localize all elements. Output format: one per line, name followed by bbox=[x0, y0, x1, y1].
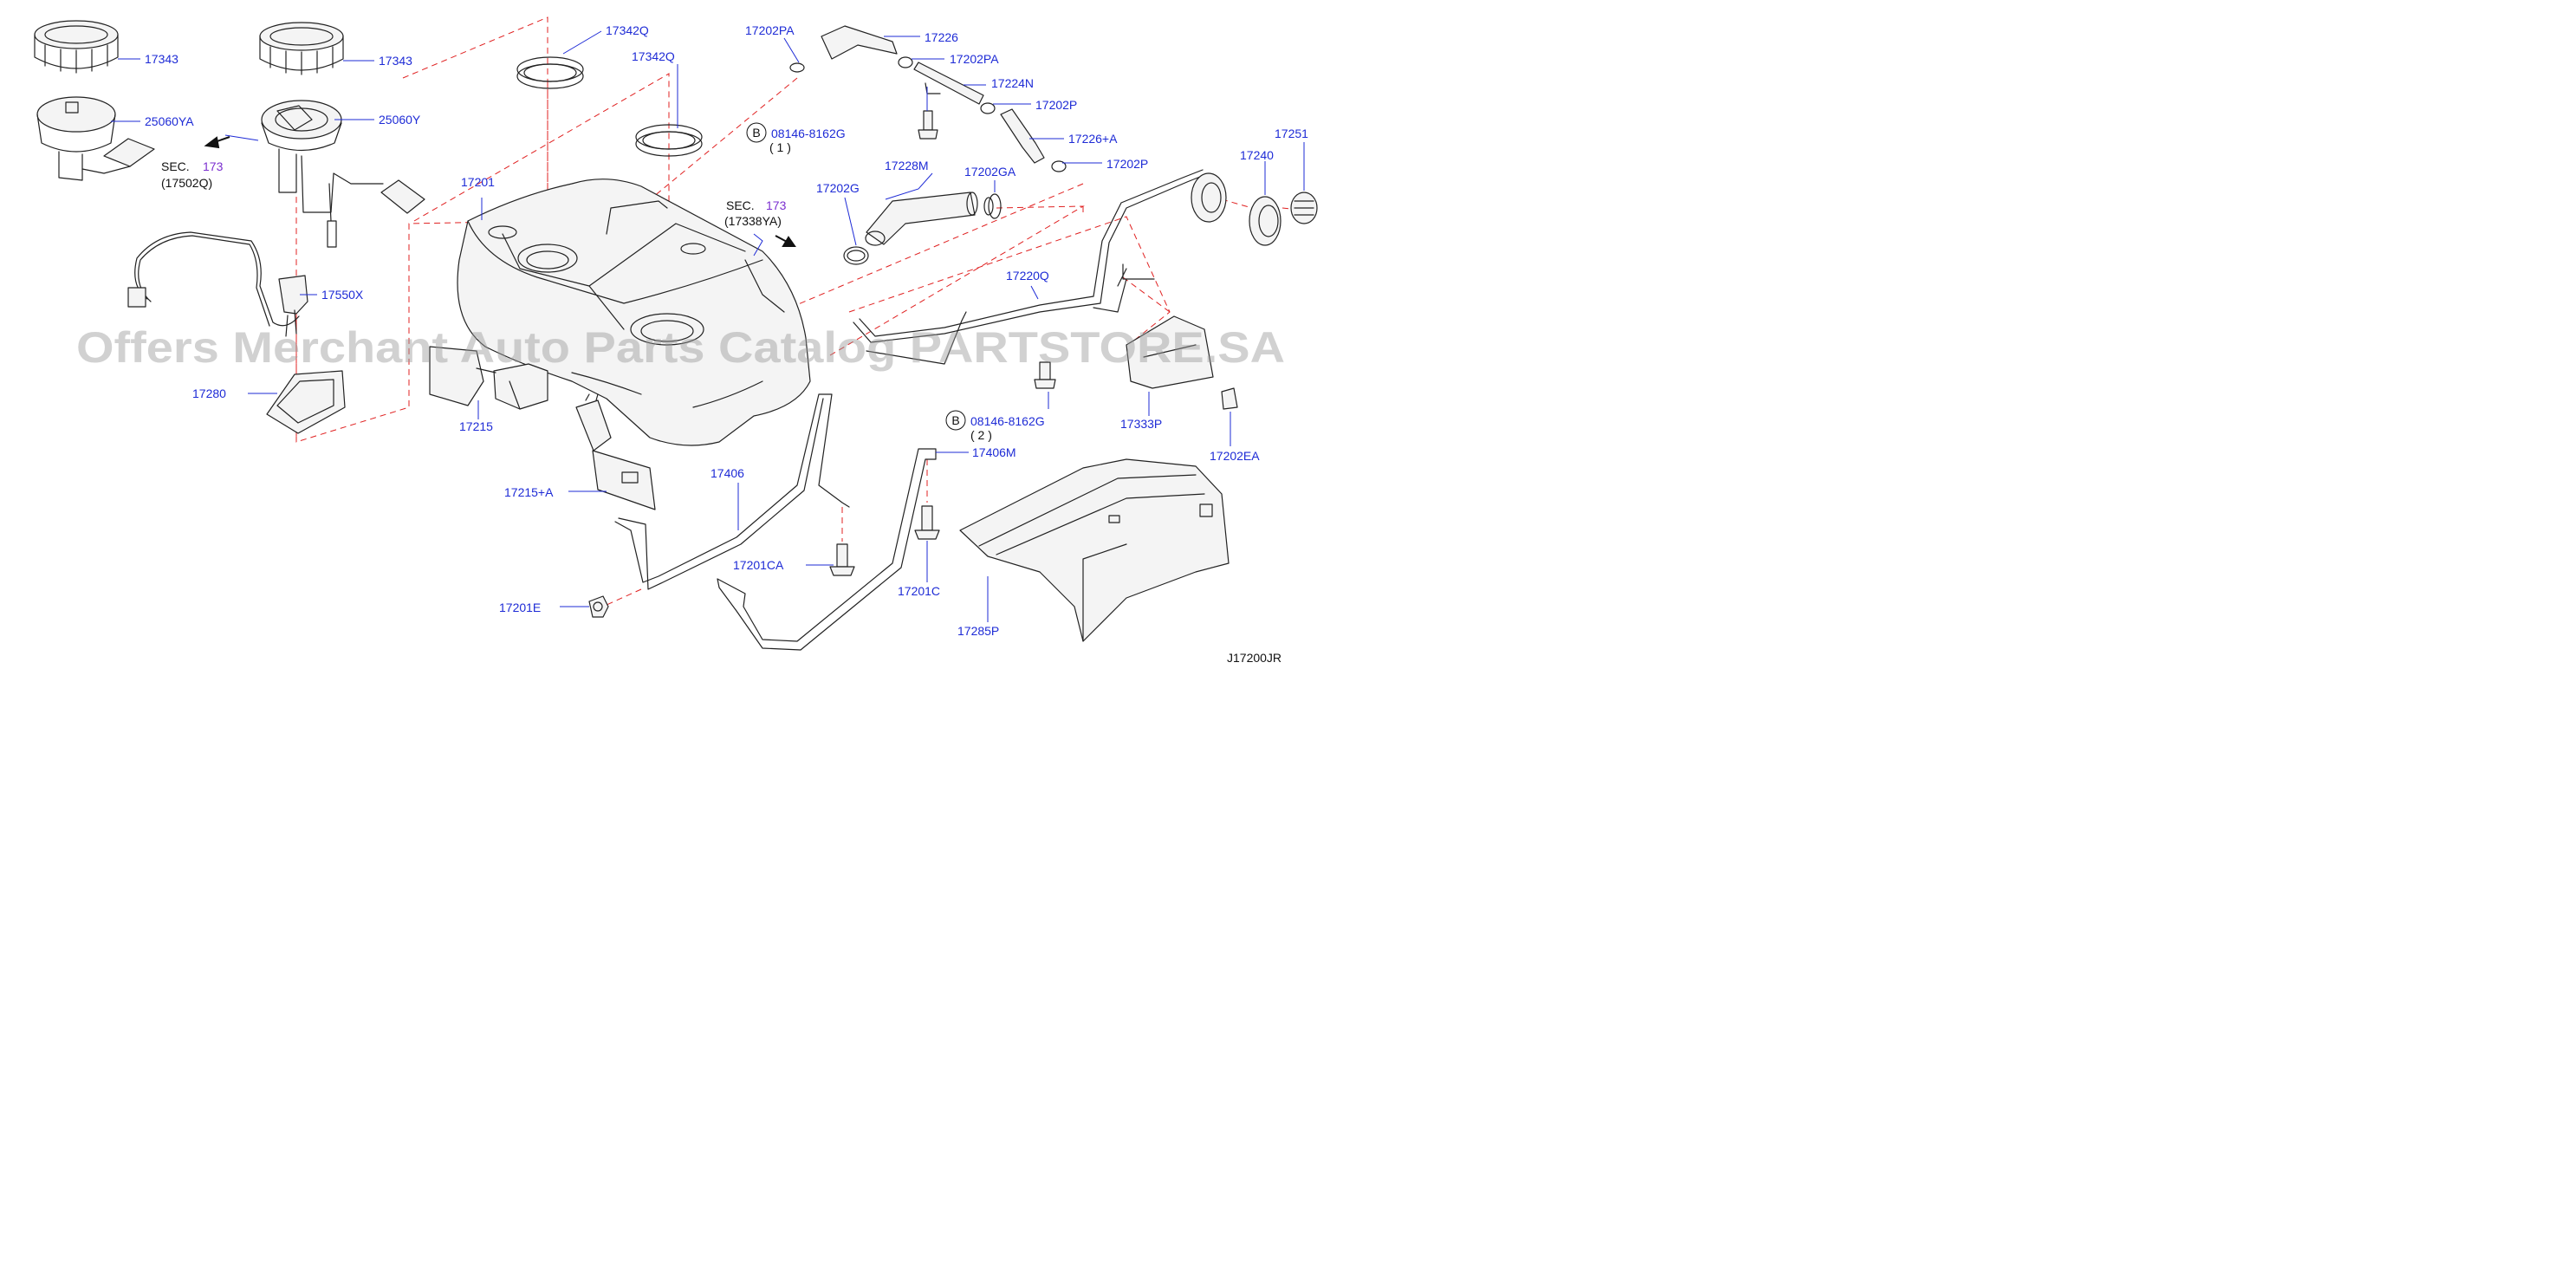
part-label-17251[interactable]: 17251 bbox=[1275, 127, 1308, 140]
part-label-17226[interactable]: 17226 bbox=[925, 30, 958, 44]
sec-prefix: SEC. bbox=[161, 159, 190, 173]
insulator-17285p bbox=[959, 458, 1230, 642]
hose-17228m bbox=[865, 192, 978, 246]
clip-17202ga bbox=[983, 193, 1002, 219]
bolt-markers: B B bbox=[746, 122, 966, 431]
part-label-17406m[interactable]: 17406M bbox=[972, 445, 1016, 459]
tank-band-17406 bbox=[614, 393, 850, 590]
arrow-left-head-icon bbox=[204, 136, 220, 149]
fuel-pump-module-25060y bbox=[261, 100, 425, 248]
arrow-right-head-icon bbox=[782, 236, 796, 247]
part-label-17202pa-left[interactable]: 17202PA bbox=[745, 23, 795, 37]
part-label-17220q[interactable]: 17220Q bbox=[1006, 269, 1049, 283]
part-label-25060y[interactable]: 25060Y bbox=[379, 113, 421, 127]
hose-assembly-17550x bbox=[127, 231, 308, 337]
ref-line-17201e bbox=[606, 588, 642, 606]
part-qty-08146-upper: ( 1 ) bbox=[769, 140, 791, 154]
watermark-text: Offers Merchant Auto Parts Catalog PARTS… bbox=[76, 323, 1285, 372]
ref-line-filler-frame bbox=[848, 206, 1171, 347]
ref-line-17202pa bbox=[597, 77, 798, 244]
part-label-17333p[interactable]: 17333P bbox=[1120, 417, 1162, 431]
fuel-tank-17201 bbox=[457, 179, 811, 446]
part-label-17280[interactable]: 17280 bbox=[192, 386, 226, 400]
sec-number[interactable]: 173 bbox=[766, 198, 787, 212]
part-labels: 17343 17343 25060YA 25060Y 17342Q 17342Q… bbox=[145, 23, 1308, 638]
gasket-17342q-upper bbox=[516, 56, 584, 89]
bolt-marker-letter: B bbox=[752, 126, 760, 140]
part-label-17215a[interactable]: 17215+A bbox=[504, 485, 554, 499]
part-label-17343-left[interactable]: 17343 bbox=[145, 52, 178, 66]
part-label-17202p-upper[interactable]: 17202P bbox=[1035, 98, 1077, 112]
clip-17202ea bbox=[1221, 387, 1238, 410]
ref-line-17333p bbox=[1122, 276, 1171, 313]
bolt-marker-circle-icon bbox=[746, 122, 767, 143]
filler-ring-17240 bbox=[1249, 196, 1282, 246]
part-label-17228m[interactable]: 17228M bbox=[885, 159, 929, 172]
hose-assembly-17226 bbox=[821, 25, 1045, 164]
part-label-17201[interactable]: 17201 bbox=[461, 175, 495, 189]
part-label-08146-8162g-lower[interactable]: 08146-8162G bbox=[970, 414, 1045, 428]
part-label-17406[interactable]: 17406 bbox=[711, 466, 744, 480]
part-label-17201e[interactable]: 17201E bbox=[499, 601, 541, 614]
direction-arrows bbox=[204, 136, 796, 247]
part-label-17240[interactable]: 17240 bbox=[1240, 148, 1274, 162]
sec-subref: (17338YA) bbox=[724, 214, 782, 228]
lock-ring-17343-right bbox=[259, 22, 344, 75]
bolt-marker-circle-icon bbox=[945, 410, 966, 431]
bolt-17201c bbox=[914, 505, 940, 540]
part-label-17224n[interactable]: 17224N bbox=[991, 76, 1034, 90]
part-label-17202pa-right[interactable]: 17202PA bbox=[950, 52, 999, 66]
nut-17201e bbox=[588, 595, 609, 618]
part-label-17343-right[interactable]: 17343 bbox=[379, 54, 412, 68]
sec-subref: (17502Q) bbox=[161, 176, 212, 190]
part-label-17342q-lower[interactable]: 17342Q bbox=[632, 49, 675, 63]
part-label-17550x[interactable]: 17550X bbox=[321, 288, 364, 302]
part-label-17202ga[interactable]: 17202GA bbox=[964, 165, 1016, 179]
protector-17280 bbox=[266, 370, 346, 434]
fuel-gauge-sender-25060ya bbox=[36, 96, 155, 181]
tank-band-17406m bbox=[717, 448, 937, 651]
part-label-17342q-upper[interactable]: 17342Q bbox=[606, 23, 649, 37]
bracket-17215a bbox=[575, 393, 656, 510]
part-label-08146-8162g-upper[interactable]: 08146-8162G bbox=[771, 127, 846, 140]
gasket-17342q-lower bbox=[635, 124, 703, 157]
part-label-17202p-lower[interactable]: 17202P bbox=[1106, 157, 1148, 171]
lock-ring-17343-left bbox=[34, 20, 119, 74]
protector-17333p bbox=[1126, 315, 1214, 389]
bolt-08146-8162g-lower bbox=[1034, 361, 1056, 389]
part-qty-08146-lower: ( 2 ) bbox=[970, 428, 992, 442]
part-label-17215[interactable]: 17215 bbox=[459, 419, 493, 433]
part-label-17202g[interactable]: 17202G bbox=[816, 181, 860, 195]
hose-clips-17202 bbox=[789, 56, 1067, 172]
bracket-17215 bbox=[429, 346, 548, 410]
filler-cap-17251 bbox=[1290, 192, 1318, 224]
sec-number[interactable]: 173 bbox=[203, 159, 224, 173]
clip-17202g bbox=[843, 246, 869, 265]
section-reference-left[interactable]: SEC. 173 (17502Q) bbox=[161, 159, 224, 190]
sec-prefix: SEC. bbox=[726, 198, 755, 212]
parts-diagram-page: B B 17343 17343 25060YA 25060Y 17342Q 17… bbox=[0, 0, 1339, 671]
filler-tube-17220q bbox=[853, 169, 1227, 365]
section-reference-right[interactable]: SEC. 173 (17338YA) bbox=[724, 198, 787, 228]
part-label-17226a[interactable]: 17226+A bbox=[1068, 132, 1118, 146]
part-label-25060ya[interactable]: 25060YA bbox=[145, 114, 194, 128]
part-label-17201c[interactable]: 17201C bbox=[898, 584, 940, 598]
fuel-tank-exploded-diagram: B B 17343 17343 25060YA 25060Y 17342Q 17… bbox=[34, 16, 1318, 665]
part-label-17201ca[interactable]: 17201CA bbox=[733, 558, 784, 572]
ref-line-17202p bbox=[789, 183, 1084, 309]
diagram-code: J17200JR bbox=[1227, 651, 1282, 665]
bolt-08146-8162g-upper bbox=[918, 110, 938, 140]
bolt-marker-letter: B bbox=[951, 413, 959, 427]
leader-lines bbox=[111, 30, 1305, 622]
bolt-17201ca bbox=[829, 543, 855, 576]
part-label-17202ea[interactable]: 17202EA bbox=[1210, 449, 1260, 463]
part-label-17285p[interactable]: 17285P bbox=[957, 624, 999, 638]
